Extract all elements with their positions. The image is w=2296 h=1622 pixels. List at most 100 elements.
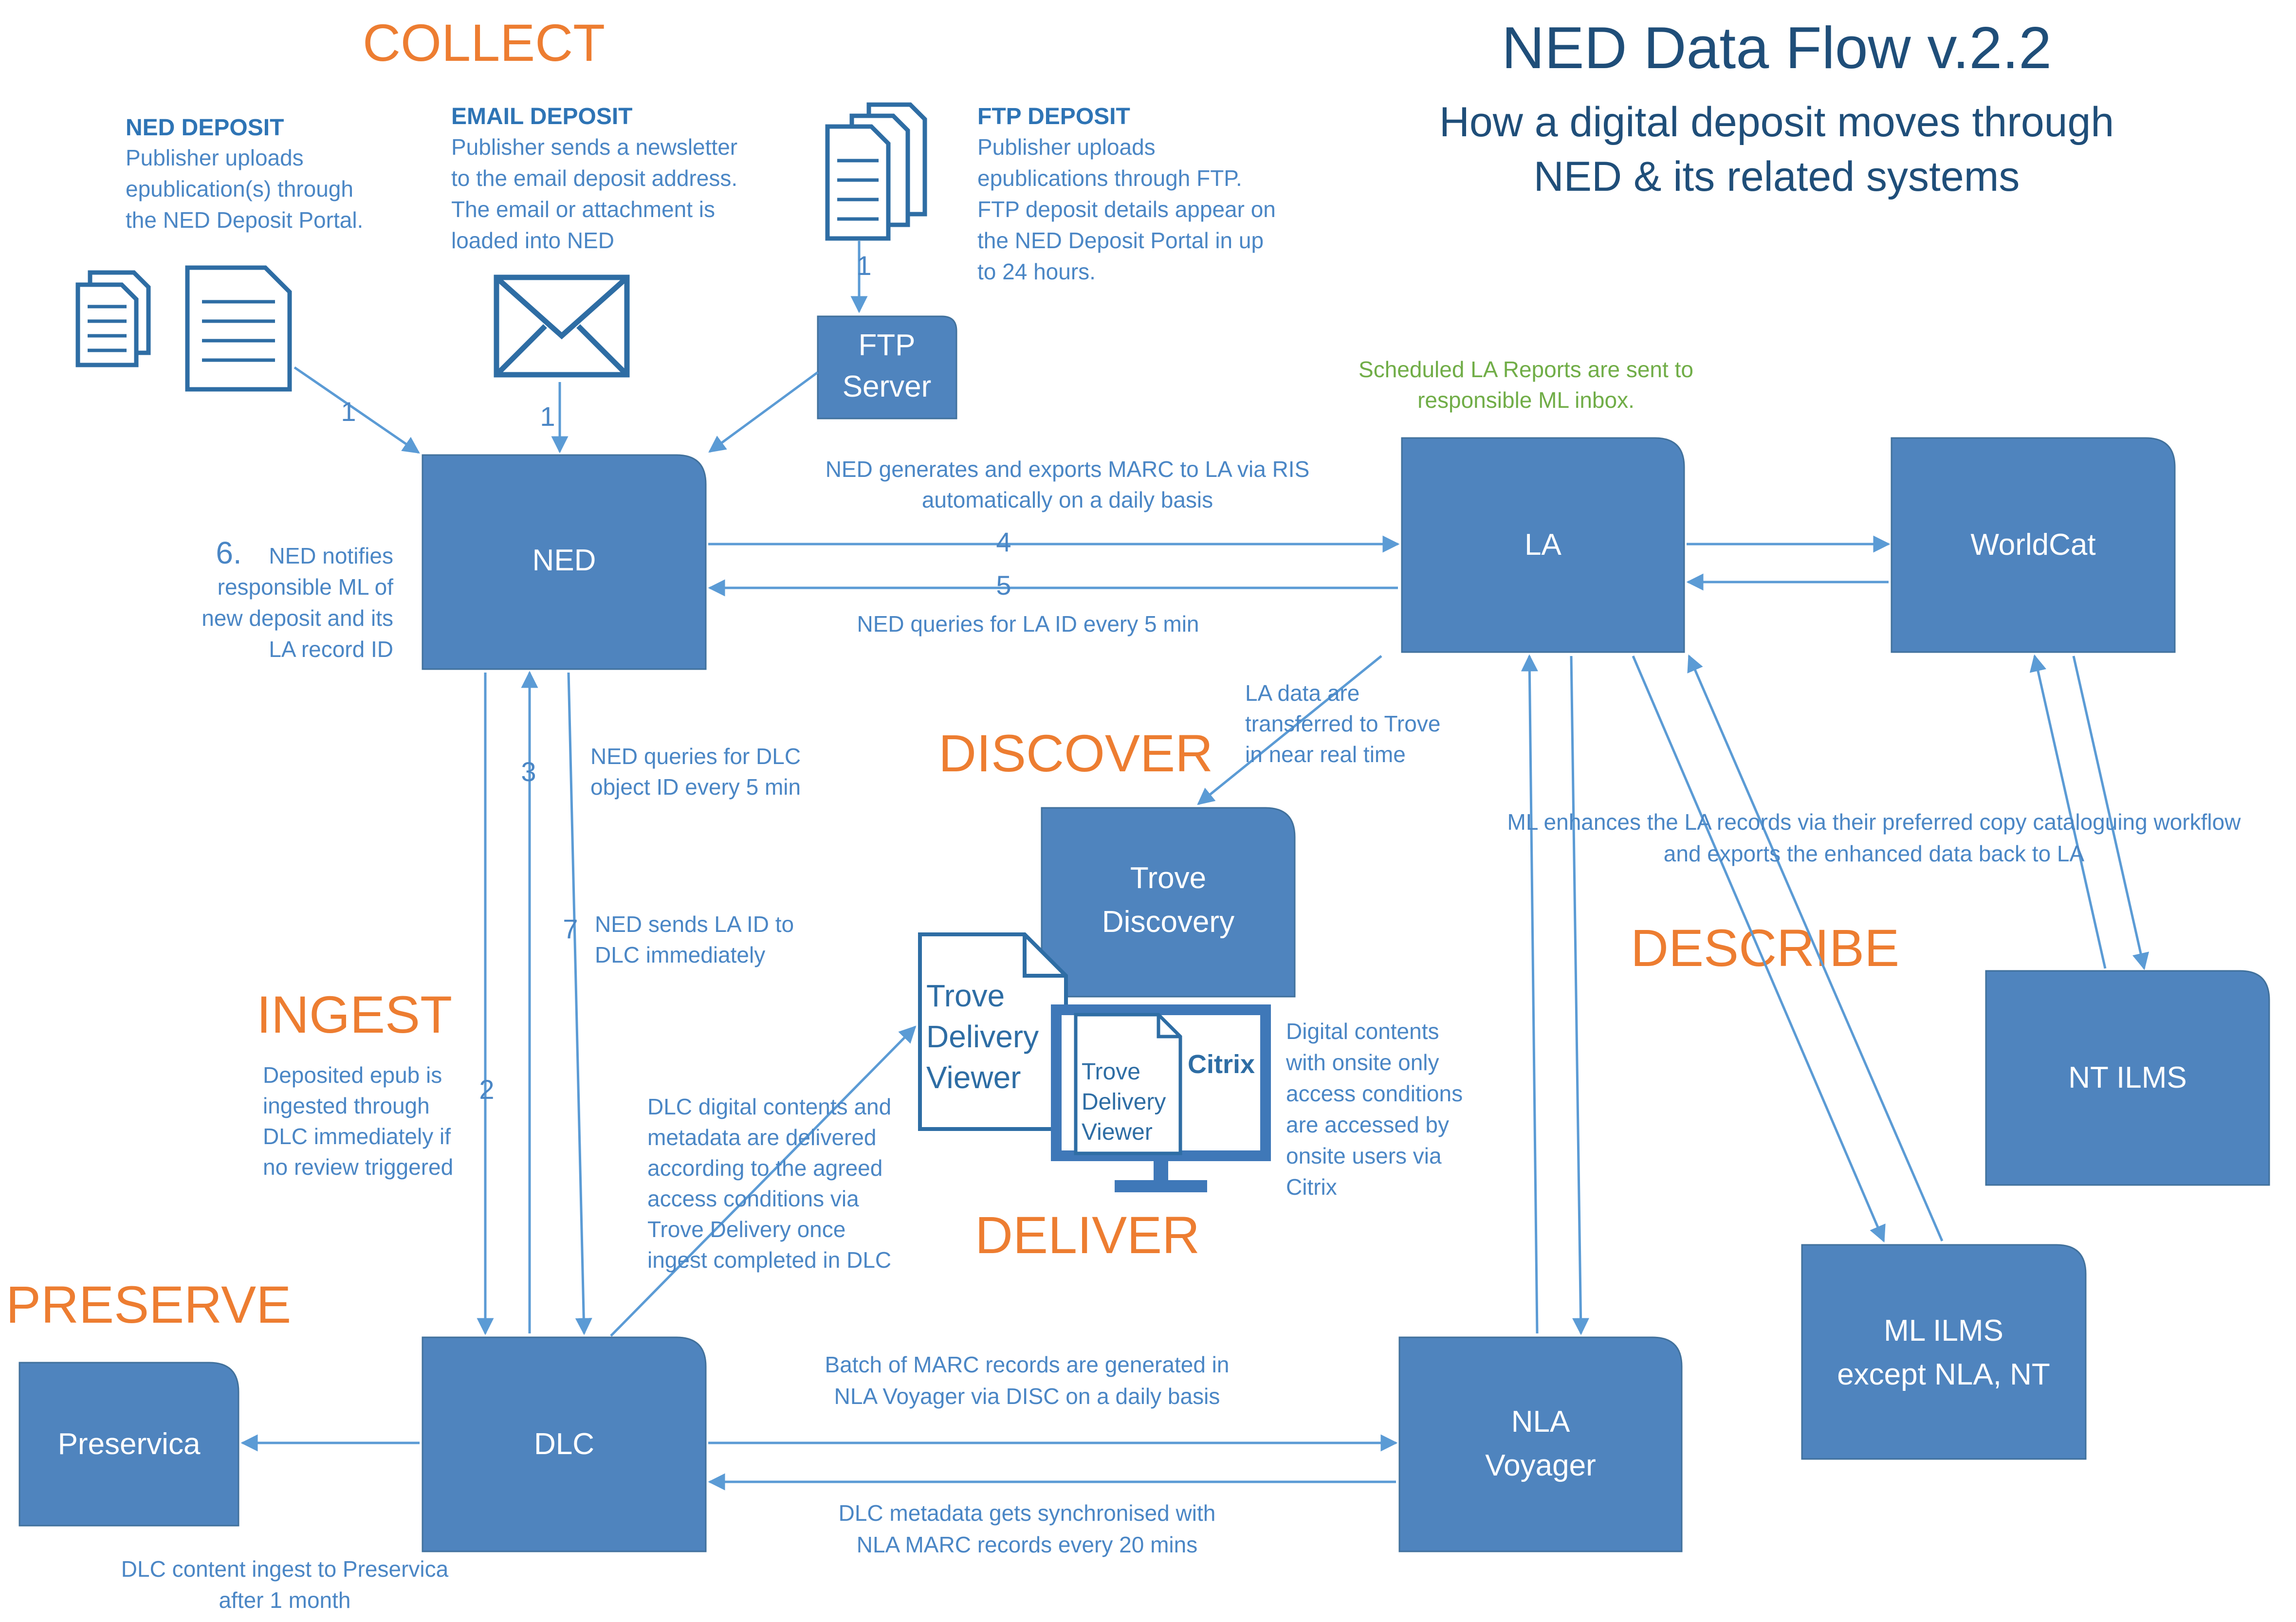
annotation-line: transferred to Trove xyxy=(1245,711,1440,736)
annotation-line: automatically on a daily basis xyxy=(922,487,1213,512)
la-label: LA xyxy=(1525,528,1561,562)
annotation-line: new deposit and its xyxy=(202,605,393,631)
citrix-viewer-line: Trove xyxy=(1082,1059,1140,1085)
email-deposit-heading: EMAIL DEPOSIT xyxy=(451,104,633,129)
ned-node: NED xyxy=(422,454,707,670)
ned-deposit-line: epublication(s) through xyxy=(126,176,353,201)
stage-deliver: DELIVER xyxy=(975,1205,1200,1264)
arrow-ned-sends-la-id xyxy=(567,672,592,1335)
nt-ilms-label: NT ILMS xyxy=(2068,1061,2186,1094)
annotation-line: DLC immediately if xyxy=(263,1124,451,1149)
annotation-dlc-delivered: DLC digital contents and metadata are de… xyxy=(647,1094,891,1273)
arrow-ned-deposit-to-ned xyxy=(294,366,420,454)
documents-icon xyxy=(75,270,151,367)
ftp-server-label: FTP xyxy=(858,328,915,362)
diagram-subtitle-line-2: NED & its related systems xyxy=(1534,153,2020,200)
annotation-line: responsible ML of xyxy=(218,574,394,600)
nla-voyager-label: NLA xyxy=(1511,1405,1570,1439)
nla-voyager-node: NLA Voyager xyxy=(1398,1336,1683,1552)
diagram-title: NED Data Flow v.2.2 xyxy=(1502,15,2052,81)
arrow-voyager-to-la xyxy=(1521,654,1539,1334)
annotation-line: LA record ID xyxy=(269,637,393,662)
stage-describe: DESCRIBE xyxy=(1631,918,1899,977)
annotation-ingest: Deposited epub is ingested through DLC i… xyxy=(263,1062,453,1180)
citrix-viewer-line: Delivery xyxy=(1082,1089,1166,1115)
annotation-ml-enhances: ML enhances the LA records via their pre… xyxy=(1507,809,2241,866)
trove-discovery-label: Trove xyxy=(1130,861,1206,895)
arrow-la-to-ml-ilms xyxy=(1632,656,1886,1243)
ftp-deposit-line: the NED Deposit Portal in up xyxy=(977,228,1264,253)
ftp-deposit-line: Publisher uploads xyxy=(977,134,1156,160)
annotation-line: DLC content ingest to Preservica xyxy=(121,1556,449,1582)
annotation-ned-sends-la: NED sends LA ID to DLC immediately xyxy=(595,911,794,967)
annotation-line: NLA MARC records every 20 mins xyxy=(857,1532,1197,1557)
annotation-line: Trove Delivery once xyxy=(647,1217,845,1242)
email-deposit-line: to the email deposit address. xyxy=(451,165,737,191)
dlc-node: DLC xyxy=(422,1336,707,1552)
arrow-la-to-trove xyxy=(1197,655,1382,805)
ml-ilms-label: except NLA, NT xyxy=(1837,1358,2050,1391)
annotation-ned-exports: NED generates and exports MARC to LA via… xyxy=(826,456,1310,512)
email-deposit-line: Publisher sends a newsletter xyxy=(451,134,737,160)
annotation-line: with onsite only xyxy=(1286,1050,1439,1075)
nt-ilms-node: NT ILMS xyxy=(1985,970,2270,1186)
annotation-line: access conditions xyxy=(1286,1081,1463,1106)
flow-number-6: 6. xyxy=(216,535,241,570)
annotation-line: ML enhances the LA records via their pre… xyxy=(1507,809,2241,835)
ftp-documents-icon xyxy=(825,102,927,241)
dlc-label: DLC xyxy=(534,1427,594,1461)
ml-ilms-node: ML ILMS except NLA, NT xyxy=(1801,1244,2087,1460)
nla-voyager-label: Voyager xyxy=(1485,1449,1596,1482)
annotation-line: LA data are xyxy=(1245,680,1359,706)
flow-number-2: 2 xyxy=(479,1074,494,1105)
annotation-batch-marc: Batch of MARC records are generated in N… xyxy=(825,1352,1230,1409)
citrix-label: Citrix xyxy=(1188,1050,1255,1079)
trove-discovery-label: Discovery xyxy=(1102,905,1234,939)
email-deposit-line: loaded into NED xyxy=(451,228,614,253)
flow-number-1: 1 xyxy=(341,396,356,427)
annotation-line: are accessed by xyxy=(1286,1112,1449,1137)
annotation-line: NED generates and exports MARC to LA via… xyxy=(826,456,1310,482)
flow-number-5: 5 xyxy=(996,570,1011,601)
trove-discovery-node: Trove Discovery xyxy=(1041,807,1296,998)
viewer-doc-line: Viewer xyxy=(926,1060,1021,1095)
ned-deposit-description: NED DEPOSIT Publisher uploads epublicati… xyxy=(126,115,363,233)
flow-arrows xyxy=(240,241,2149,1491)
ftp-server-node: FTP Server xyxy=(817,315,957,419)
annotation-line: onsite users via xyxy=(1286,1143,1442,1168)
annotation-line: ingest completed in DLC xyxy=(647,1247,891,1273)
citrix-monitor-icon: Citrix Trove Delivery Viewer xyxy=(1051,1004,1271,1192)
annotation-ned-queries-dlc: NED queries for DLC object ID every 5 mi… xyxy=(590,744,801,800)
flow-number-1: 1 xyxy=(856,250,871,281)
worldcat-label: WorldCat xyxy=(1970,528,2095,562)
flow-number-3: 3 xyxy=(521,756,536,787)
annotation-line: and exports the enhanced data back to LA xyxy=(1664,841,2085,866)
flow-number-1: 1 xyxy=(540,401,555,432)
annotation-line: DLC metadata gets synchronised with xyxy=(839,1500,1216,1526)
annotation-line: Scheduled LA Reports are sent to xyxy=(1359,357,1693,382)
viewer-doc-line: Trove xyxy=(926,978,1005,1013)
ftp-deposit-heading: FTP DEPOSIT xyxy=(977,104,1130,129)
annotation-line: according to the agreed xyxy=(647,1155,882,1181)
diagram-subtitle-line-1: How a digital deposit moves through xyxy=(1439,99,2114,146)
envelope-icon xyxy=(494,274,630,378)
email-deposit-line: The email or attachment is xyxy=(451,197,715,222)
stage-collect: COLLECT xyxy=(363,13,605,72)
ned-deposit-line: Publisher uploads xyxy=(126,145,304,170)
ftp-server-label: Server xyxy=(843,370,932,403)
citrix-viewer-line: Viewer xyxy=(1082,1119,1153,1145)
annotation-line: DLC digital contents and xyxy=(647,1094,891,1119)
flow-number-4: 4 xyxy=(996,527,1011,557)
annotation-line: DLC immediately xyxy=(595,942,765,967)
ned-deposit-line: the NED Deposit Portal. xyxy=(126,207,363,233)
ftp-deposit-line: FTP deposit details appear on xyxy=(977,197,1276,222)
annotation-line: after 1 month xyxy=(219,1587,350,1613)
ml-ilms-label: ML ILMS xyxy=(1884,1314,2003,1348)
annotation-line: NED queries for DLC xyxy=(590,744,801,769)
annotation-line: access conditions via xyxy=(647,1186,859,1211)
annotation-line: object ID every 5 min xyxy=(590,774,801,800)
annotation-ned-queries-la: NED queries for LA ID every 5 min xyxy=(857,611,1199,637)
trove-delivery-viewer-document: Trove Delivery Viewer xyxy=(918,932,1068,1131)
stage-discover: DISCOVER xyxy=(938,724,1213,783)
